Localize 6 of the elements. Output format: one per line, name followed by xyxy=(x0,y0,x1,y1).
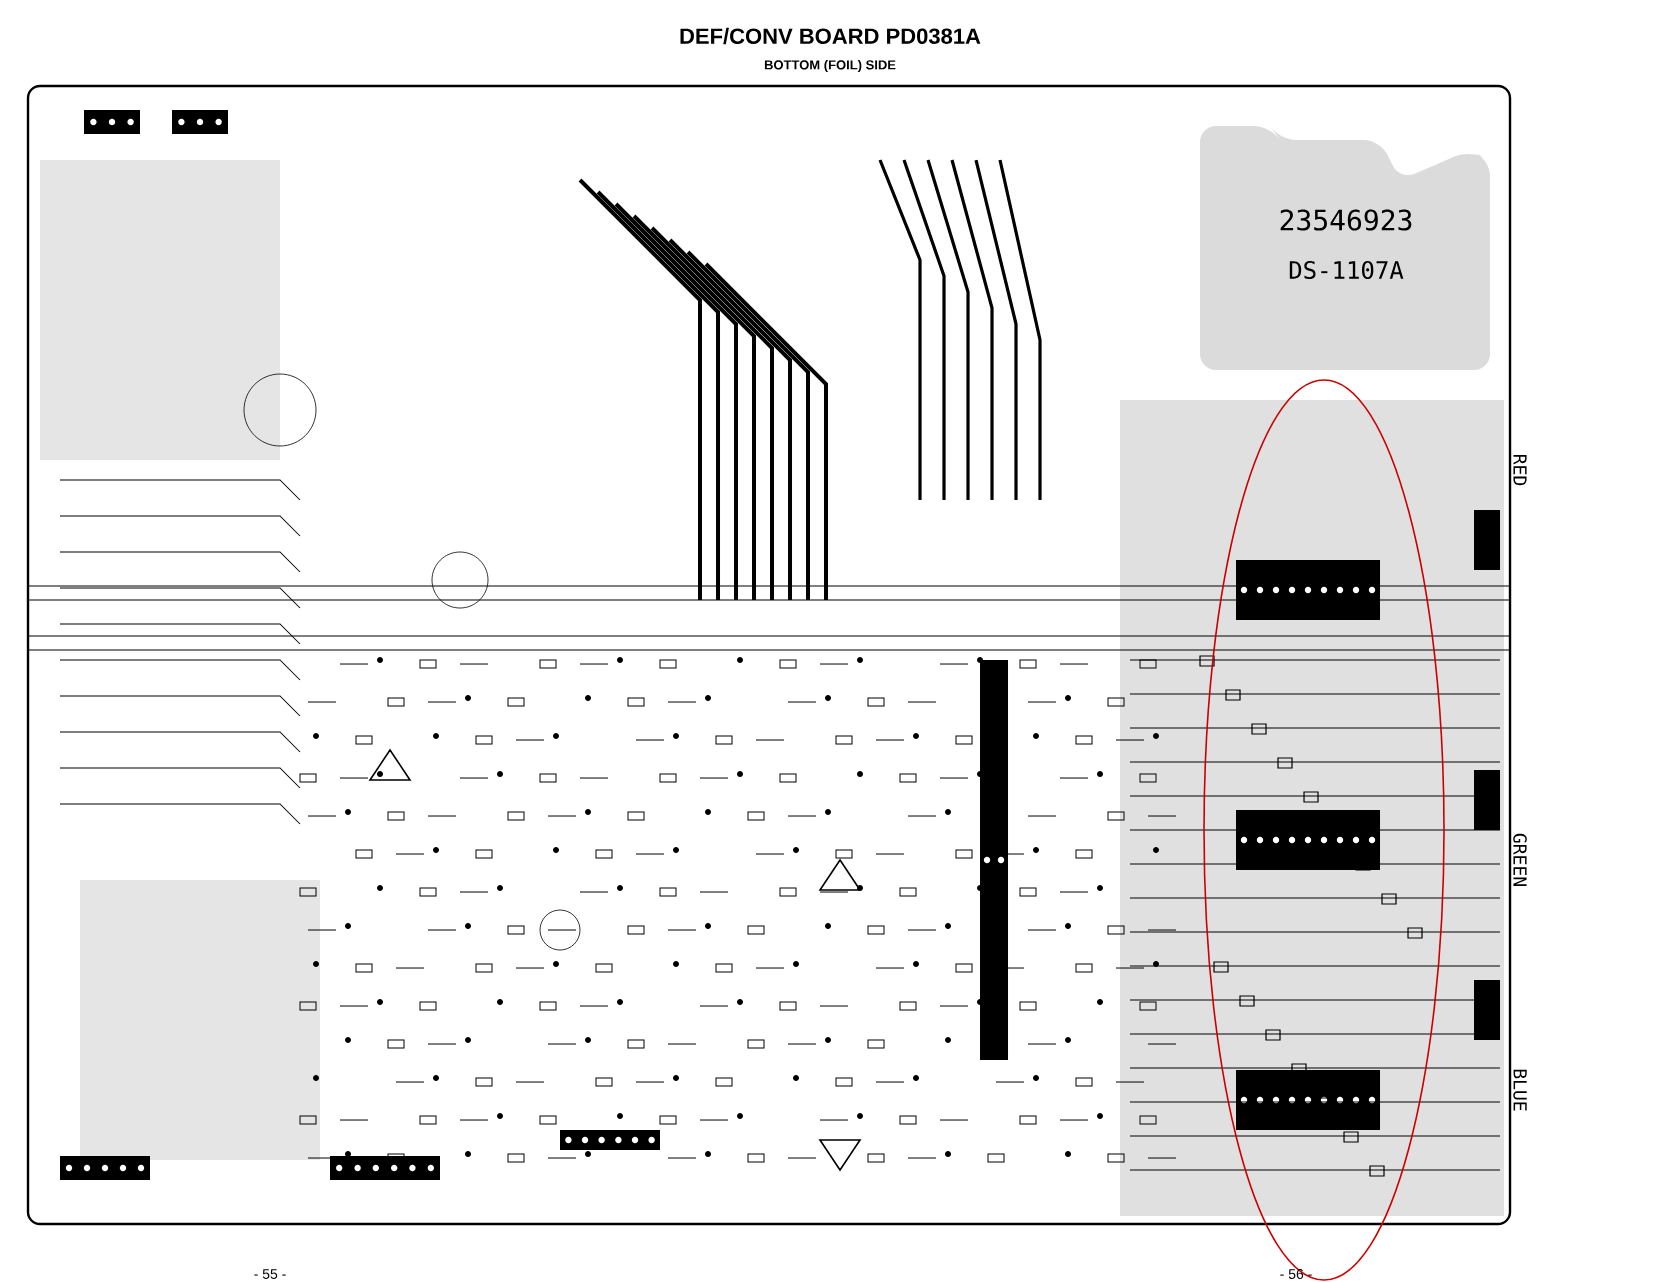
color-label: RED xyxy=(1513,455,1527,486)
color-label: BLUE xyxy=(1513,1069,1527,1111)
color-label: GREEN xyxy=(1513,833,1527,886)
board-code: DS-1107A xyxy=(1289,260,1404,280)
part-number: 23546923 xyxy=(1280,209,1412,231)
title: DEF/CONV BOARD PD0381A xyxy=(680,27,981,45)
